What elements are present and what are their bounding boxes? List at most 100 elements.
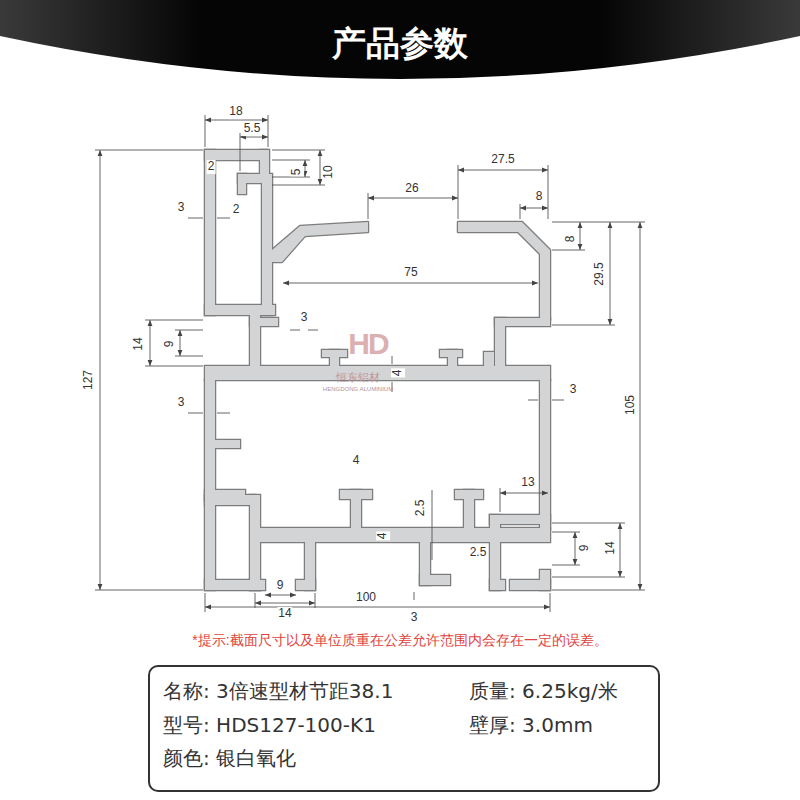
dimension-line: [640, 222, 641, 590]
dimension-label: 100: [355, 591, 377, 605]
dimension-label: 4: [391, 369, 405, 378]
profile-wall: [250, 318, 278, 326]
dimension-line: [217, 218, 230, 219]
dimension-line: [575, 532, 576, 565]
profile-wall: [205, 495, 255, 505]
profile-wall: [420, 575, 450, 585]
dimension-line: [272, 150, 325, 151]
dimension-line: [392, 356, 393, 364]
dimension-label: 2.5: [414, 499, 428, 518]
profile-wing: [458, 222, 550, 320]
profile-wing: [272, 222, 368, 262]
profile-wall: [510, 580, 550, 590]
profile-wall: [296, 580, 315, 590]
profile-wall: [205, 495, 255, 505]
dimension-label: 75: [403, 266, 418, 280]
profile-wall: [464, 490, 474, 530]
dimension-line: [552, 250, 585, 251]
dimension-line: [610, 222, 611, 325]
dimension-line: [500, 488, 501, 512]
dimension-label: 14: [132, 336, 146, 351]
profile-wall: [205, 150, 215, 315]
watermark: HD: [348, 327, 387, 362]
dimension-line: [550, 593, 551, 612]
dimension-line: [265, 595, 296, 596]
dimension-line: [552, 400, 564, 401]
dimension-line: [272, 185, 325, 186]
profile-wall: [205, 380, 215, 590]
profile-wall: [484, 352, 494, 366]
profile-wall: [250, 318, 278, 326]
dimension-line: [552, 222, 645, 223]
dimension-line: [305, 160, 306, 177]
dimension-line: [458, 165, 459, 219]
dimension-line: [290, 330, 300, 331]
profile-wall: [255, 528, 550, 542]
dimension-label: 4: [352, 454, 361, 468]
dimension-label: 127: [82, 369, 96, 391]
profile-wall: [205, 150, 215, 315]
dimension-label: 4: [376, 532, 390, 541]
dimension-line: [205, 115, 206, 147]
dimension-line: [175, 330, 203, 331]
profile-wall: [448, 350, 457, 366]
dimension-line: [458, 170, 548, 171]
spec-text: 名称: 3倍速型材节距38.1: [163, 680, 393, 703]
dimension-label: 26: [404, 182, 419, 196]
dimension-line: [620, 523, 621, 577]
dimension-label: 14: [277, 607, 292, 621]
profile-wall: [351, 490, 361, 530]
dimension-line: [320, 150, 321, 185]
dimension-line: [205, 593, 206, 612]
profile-wall: [490, 515, 550, 524]
spec-text: 颜色: 银白氧化: [163, 747, 296, 770]
profile-wing: [272, 222, 368, 262]
dimension-line: [552, 590, 645, 591]
dimension-line: [552, 577, 625, 578]
dimension-line: [368, 193, 369, 219]
dimension-line: [272, 177, 310, 178]
note-text: *提示:截面尺寸以及单位质重在公差允许范围内会存在一定的误差。: [192, 632, 607, 648]
dimension-line: [255, 603, 315, 604]
dimension-line: [268, 115, 269, 147]
dimension-line: [205, 120, 268, 121]
dimension-line: [520, 208, 548, 209]
dimension-line: [552, 565, 580, 566]
dimension-line: [500, 493, 548, 494]
dimension-label: 5: [290, 168, 304, 177]
profile-wall: [540, 380, 550, 530]
profile-wall: [296, 580, 315, 590]
dimension-line: [552, 325, 615, 326]
profile-wall: [205, 305, 275, 315]
dimension-label: 8: [564, 235, 578, 244]
dimension-label: 2.5: [469, 546, 488, 560]
dimension-label: 3: [300, 311, 309, 325]
dimension-label: 27.5: [490, 153, 515, 167]
dimension-line: [100, 150, 101, 590]
dimension-line: [255, 593, 256, 608]
profile-wall: [215, 440, 240, 448]
profile-wall: [215, 440, 240, 448]
profile-wall: [262, 174, 272, 315]
dimension-label: 9: [578, 544, 592, 553]
profile-wall: [330, 350, 339, 366]
profile-wall: [490, 580, 505, 590]
watermark: HENGDONG ALUMINIUM: [323, 386, 393, 393]
dimension-line: [150, 320, 151, 366]
dimension-line: [95, 150, 203, 151]
dimension-line: [520, 204, 521, 219]
dimension-line: [188, 218, 203, 219]
dimension-label: 3: [569, 383, 578, 397]
profile-wall: [540, 380, 550, 530]
dimension-line: [548, 165, 549, 219]
dimension-label: 13: [520, 476, 535, 490]
dimension-line: [95, 590, 203, 591]
dimension-line: [272, 160, 310, 161]
dimension-line: [205, 607, 550, 608]
profile-wall: [490, 580, 505, 590]
profile-wall: [205, 380, 215, 590]
dimension-line: [552, 523, 625, 524]
dimension-line: [180, 330, 181, 356]
dimension-label: 29.5: [593, 261, 607, 286]
